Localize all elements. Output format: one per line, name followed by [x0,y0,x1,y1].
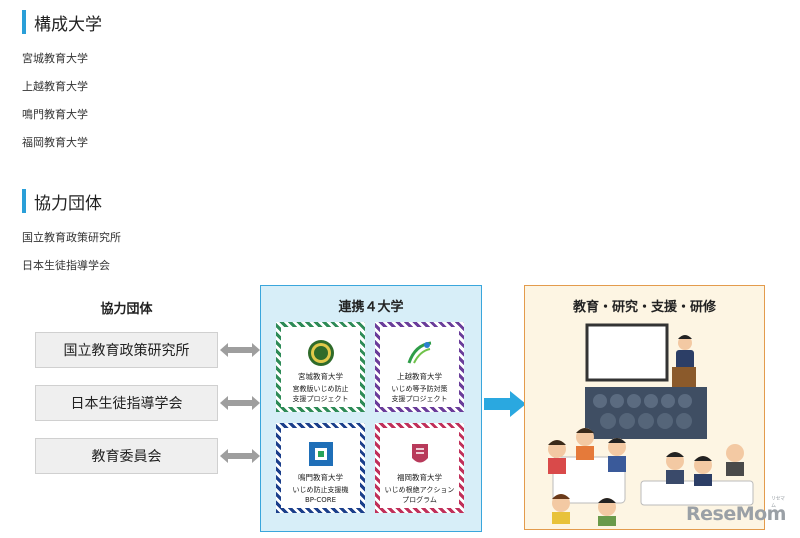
university-name: 福岡教育大学 [397,473,442,483]
project-line: 支援プロジェクト [391,394,448,403]
project-line: いじめ防止支援機 [292,486,349,495]
university-card-fukuoka: 福岡教育大学 いじめ根絶アクション プログラム [375,423,464,513]
university-card-naruto: 鳴門教育大学 いじめ防止支援機 BP-CORE [276,423,365,513]
project-line: BP-CORE [304,495,337,504]
project-line: プログラム [402,495,437,504]
university-name: 鳴門教育大学 [298,473,343,483]
org-box: 国立教育政策研究所 [35,332,218,368]
miyagi-emblem-icon [307,340,334,367]
universities-panel: 連携４大学 宮城教育大学 宮教版いじめ防止 支援プロジェクト 上越教育大学 いじ… [260,285,482,532]
right-arrow-icon [484,391,526,417]
joetsu-logo-icon [407,341,431,364]
university-list-item: 福岡教育大学 [22,136,88,149]
university-list-item: 鳴門教育大学 [22,108,88,121]
university-card-miyagi: 宮城教育大学 宮教版いじめ防止 支援プロジェクト [276,322,365,412]
double-arrow-icon [220,396,260,410]
double-arrow-icon [220,449,260,463]
project-line: いじめ根絶アクション [384,486,455,495]
university-name: 宮城教育大学 [298,372,343,382]
watermark-kana: リセマム [771,496,785,509]
university-list-item: 宮城教育大学 [22,52,88,65]
collaboration-diagram: 協力団体 国立教育政策研究所 日本生徒指導学会 教育委員会 連携４大学 宮城教育… [0,280,800,538]
education-research-panel: 教育・研究・支援・研修 [524,285,765,530]
resemom-watermark: ReseMom リセマム [686,496,786,525]
heading-text: 構成大学 [34,14,102,35]
section-heading-cooperating-orgs: 協力団体 [22,189,102,214]
org-box: 日本生徒指導学会 [35,385,218,421]
project-line: 支援プロジェクト [292,394,349,403]
watermark-text: ReseMom [686,503,786,525]
org-list-item: 国立教育政策研究所 [22,231,121,244]
diagram-center-title: 連携４大学 [338,300,404,315]
university-card-joetsu: 上越教育大学 いじめ等予防対策 支援プロジェクト [375,322,464,412]
university-name: 上越教育大学 [397,372,442,382]
double-arrow-icon [220,343,260,357]
diagram-right-title: 教育・研究・支援・研修 [572,300,716,315]
naruto-logo-icon [308,442,333,467]
org-box: 教育委員会 [35,438,218,474]
heading-text: 協力団体 [34,193,102,214]
university-list-item: 上越教育大学 [22,80,88,93]
fukuoka-emblem-icon [411,444,428,463]
org-list-item: 日本生徒指導学会 [22,259,110,272]
section-heading-universities: 構成大学 [22,10,102,35]
project-line: いじめ等予防対策 [391,385,448,394]
project-line: 宮教版いじめ防止 [292,385,349,394]
diagram-left-title: 協力団体 [100,302,153,317]
lecture-illustration [548,323,754,526]
